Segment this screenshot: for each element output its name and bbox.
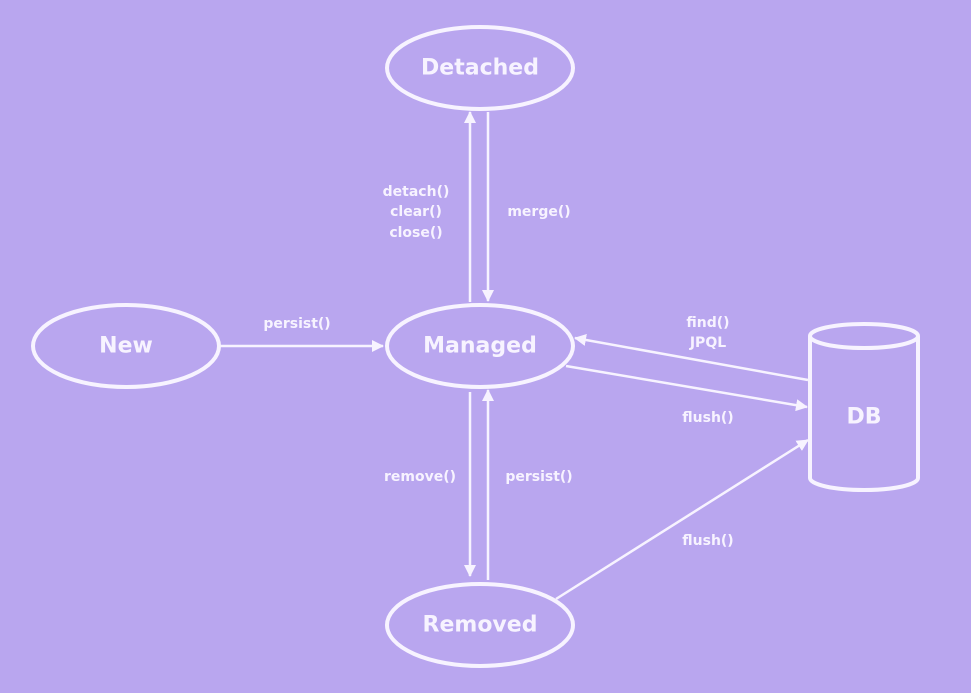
node-db: DB [808, 322, 920, 492]
node-detached: Detached [385, 25, 575, 111]
new-ellipse [31, 303, 221, 389]
db-cylinder-top [808, 322, 920, 350]
edge-label-persist-removed: persist() [505, 469, 572, 485]
edge-label-remove: remove() [384, 469, 456, 485]
db-cylinder-body [808, 336, 920, 492]
edge-label-persist-new: persist() [263, 316, 330, 332]
edge-db-to-managed [574, 334, 809, 382]
edge-label-find: find() [686, 315, 729, 331]
edge-label-merge: merge() [507, 204, 570, 220]
edge-label-flush-removed: flush() [682, 533, 733, 549]
edge-removed-to-db [555, 438, 809, 601]
detached-label: Detached [421, 56, 539, 81]
node-managed: Managed [385, 303, 575, 389]
removed-ellipse [385, 582, 575, 668]
detached-ellipse [385, 25, 575, 111]
node-new: New [31, 303, 221, 389]
edge-label-clear: clear() [390, 204, 442, 220]
edge-label-detach: detach() [383, 184, 450, 200]
edge-label-jpql: JPQL [689, 335, 726, 351]
edge-label-close: close() [389, 225, 442, 241]
db-label: DB [846, 405, 881, 430]
managed-ellipse [385, 303, 575, 389]
removed-label: Removed [423, 613, 538, 638]
new-label: New [99, 334, 153, 359]
edge-label-flush-managed: flush() [682, 410, 733, 426]
edge-managed-to-db [565, 364, 808, 412]
managed-label: Managed [423, 334, 537, 359]
node-removed: Removed [385, 582, 575, 668]
